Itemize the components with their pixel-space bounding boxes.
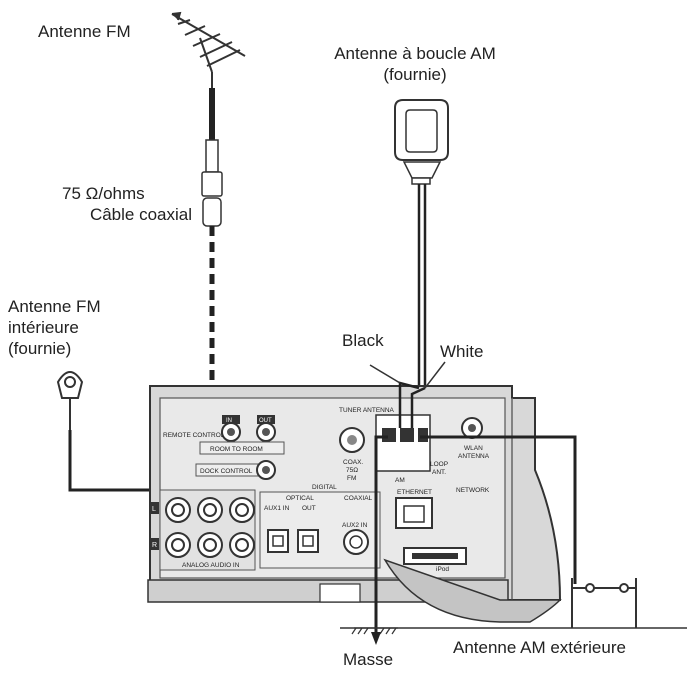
panel-label-dock-control: DOCK CONTROL (200, 468, 253, 475)
panel-label-tuner-antenna: TUNER ANTENNA (339, 407, 395, 414)
label-am-loop-line1: Antenne à boucle AM (334, 44, 496, 63)
panel-label-ethernet: ETHERNET (397, 489, 432, 496)
label-fm-indoor-line2: intérieure (8, 318, 79, 337)
remote-control-jacks (195, 415, 285, 480)
panel-label-right: R (152, 542, 157, 549)
label-am-loop-line2: (fournie) (383, 65, 447, 84)
panel-label-loop-2: ANT. (432, 469, 446, 476)
panel-label-analog-audio-in: ANALOG AUDIO IN (182, 562, 240, 569)
panel-label-digital: DIGITAL (312, 484, 337, 491)
panel-label-remote-control: REMOTE CONTROL (163, 432, 225, 439)
left-channel-marker (150, 502, 159, 514)
coax-fm-jack-core (347, 435, 357, 445)
right-channel-marker (150, 538, 159, 550)
panel-label-coax-1: COAX. (343, 459, 363, 466)
am-loop-terminal-block (375, 414, 431, 472)
panel-label-wlan-2: ANTENNA (458, 453, 490, 460)
label-am-loop-antenna: Antenne à boucle AM (fournie) (300, 43, 530, 85)
label-ground: Masse (343, 650, 394, 669)
label-coax-line1: 75 Ω/ohms (62, 184, 145, 203)
panel-label-ipod: iPod (436, 566, 449, 573)
analog-audio-jacks (159, 489, 256, 571)
panel-label-left: L (152, 506, 156, 513)
label-fm-antenna: Antenne FM (38, 22, 131, 41)
am-outdoor-antenna-wire (420, 435, 577, 584)
ground-wire (374, 435, 388, 635)
label-am-outdoor-antenna: Antenne AM extérieure (453, 638, 626, 657)
coax-plug-bottom (202, 197, 222, 227)
panel-label-loop-1: LOOP (430, 461, 448, 468)
panel-label-coaxial: COAXIAL (344, 495, 373, 502)
panel-label-am: AM (395, 477, 405, 484)
fm-antenna-mast (209, 88, 215, 140)
label-coax-cable: 75 Ω/ohms Câble coaxial (40, 183, 192, 225)
panel-label-coax-3: FM (347, 475, 356, 482)
label-black: Black (342, 331, 384, 350)
panel-label-aux1-in: AUX1 IN (264, 505, 290, 512)
label-fm-indoor-antenna: Antenne FM intérieure (fournie) (8, 296, 101, 359)
ground-terminal-icon (371, 632, 381, 645)
panel-label-opt-out: OUT (302, 505, 316, 512)
panel-labels: REMOTE CONTROL IN OUT ROOM TO ROOM DOCK … (152, 407, 490, 573)
digital-inputs (259, 491, 381, 569)
am-white-wire (410, 386, 426, 428)
label-white: White (440, 342, 484, 361)
panel-label-optical: OPTICAL (286, 495, 314, 502)
panel-label-out: OUT (259, 418, 272, 424)
panel-label-wlan-1: WLAN (464, 445, 483, 452)
panel-label-in: IN (226, 418, 232, 424)
label-fm-indoor-line3: (fournie) (8, 339, 72, 358)
am-outdoor-antenna-icon (571, 578, 637, 628)
panel-label-network: NETWORK (456, 487, 490, 494)
fm-antenna-icon (171, 11, 246, 90)
coax-plug-top (205, 139, 219, 173)
label-coax-line2: Câble coaxial (89, 205, 192, 224)
panel-label-coax-2: 75Ω (346, 467, 358, 474)
black-leader-line (369, 364, 401, 384)
fm-indoor-antenna-icon (56, 371, 84, 430)
am-loop-antenna-icon (394, 99, 449, 185)
coax-connector-icon (201, 171, 223, 197)
panel-label-room-to-room: ROOM TO ROOM (210, 446, 263, 453)
label-fm-indoor-line1: Antenne FM (8, 297, 101, 316)
panel-label-aux2-in: AUX2 IN (342, 522, 368, 529)
white-leader-line (424, 361, 446, 389)
